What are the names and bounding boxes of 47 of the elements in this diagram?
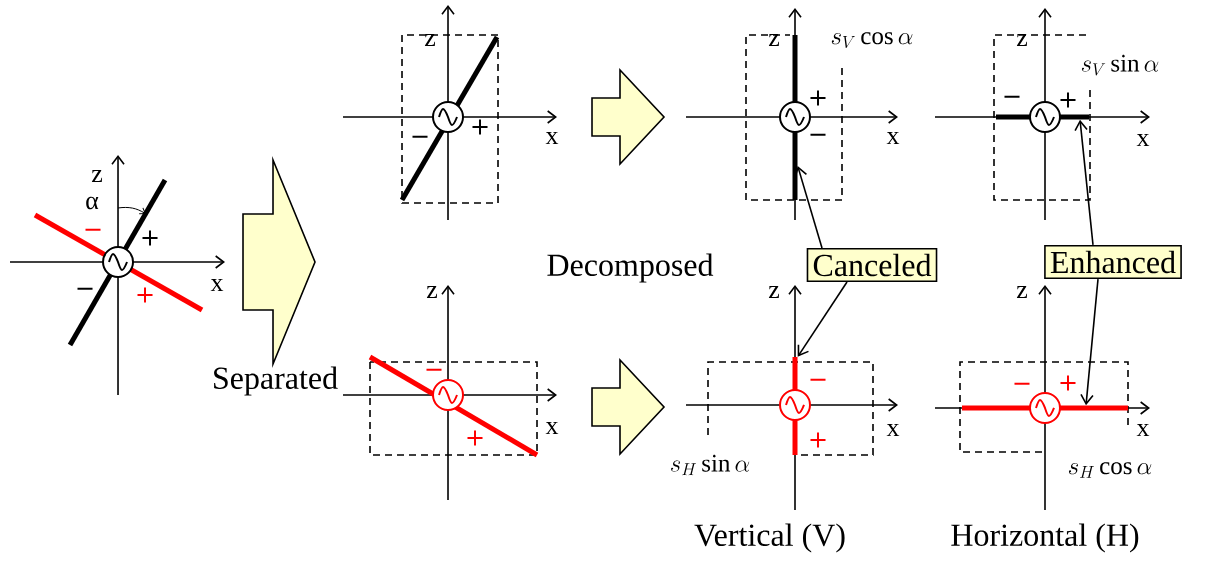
- polarity-sign: +: [810, 432, 826, 448]
- leader-arrow: [1074, 119, 1094, 246]
- polarity-sign: +: [1060, 92, 1076, 108]
- axis-label: x: [545, 132, 559, 144]
- axis-label: z: [91, 170, 103, 182]
- label-box: Enhanced: [1044, 244, 1182, 280]
- axis-label: α: [86, 196, 99, 210]
- dipole-arm: [792, 132, 798, 200]
- axis-label: z: [426, 286, 438, 298]
- polarity-sign: −: [85, 228, 101, 231]
- axis-label: z: [768, 34, 780, 46]
- polarity-sign: +: [142, 230, 158, 246]
- dipole-arm: [1060, 405, 1128, 411]
- axis-label: z: [768, 286, 780, 298]
- dipole-arm: [1059, 114, 1089, 120]
- leader-arrow: [797, 281, 848, 357]
- caption-text: Horizontal (H): [951, 523, 1139, 553]
- polarity-sign: +: [1060, 375, 1076, 391]
- polarity-sign: −: [1004, 95, 1020, 98]
- caption-text: Vertical (V): [694, 523, 845, 553]
- polarity-sign: +: [472, 119, 488, 135]
- label-box: Canceled: [806, 247, 938, 283]
- axis-label: x: [210, 279, 224, 291]
- polarity-sign: +: [137, 287, 153, 303]
- polarity-sign: −: [412, 135, 428, 138]
- amplitude-formula: $s_H\sin\alpha$: [671, 454, 750, 476]
- axis-label: x: [886, 132, 900, 144]
- axis-label: x: [545, 422, 559, 434]
- axis-label: z: [1016, 286, 1028, 298]
- caption-text: Separated: [214, 366, 338, 396]
- amplitude-formula: $s_H\cos\alpha$: [1068, 462, 1152, 478]
- axis-label: z: [1016, 34, 1028, 46]
- amplitude-formula: $s_V\sin\alpha$: [1081, 54, 1159, 76]
- polarity-sign: +: [467, 430, 483, 446]
- axis-label: x: [1136, 134, 1150, 146]
- caption-text: Decomposed: [547, 253, 714, 283]
- polarity-sign: −: [426, 368, 442, 371]
- polarity-sign: +: [810, 90, 826, 106]
- polarity-sign: −: [77, 287, 93, 290]
- axis-label: x: [886, 424, 900, 436]
- axis-label: z: [424, 34, 436, 46]
- leader-arrow: [794, 166, 823, 249]
- polarity-sign: −: [1014, 382, 1030, 385]
- dipole-arm: [792, 357, 798, 391]
- amplitude-formula: $s_V\cos\alpha$: [831, 32, 913, 49]
- leader-arrow: [1080, 278, 1099, 406]
- axis-label: x: [1136, 424, 1150, 436]
